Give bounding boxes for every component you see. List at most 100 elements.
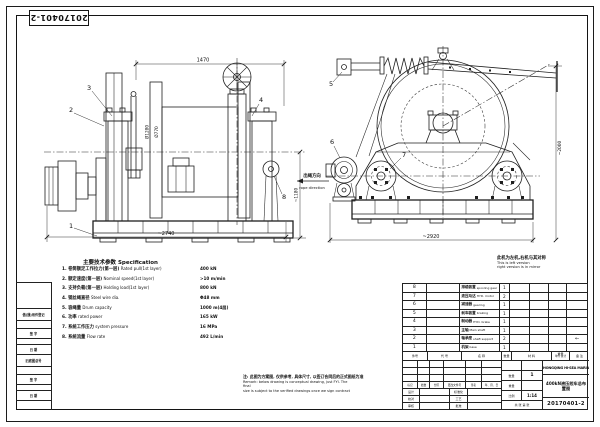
mirror-note-en2: right version is in mirror [497,265,541,270]
strip-label: 签 字 [16,375,51,385]
tb-header-qty: 数量 [501,352,511,361]
mirror-note-en1: This is left version [497,261,530,266]
dim-1470: 1470 [133,58,287,106]
bom-weight-each [530,292,550,300]
bom-weight-each [530,309,550,317]
strip-empty-box [16,321,51,329]
bom-no: 1 [403,343,427,351]
part-label-2: 2 [69,106,73,114]
bom-code [427,292,461,300]
dim-label-2920: ~2920 [423,234,440,240]
grid-cell [443,368,465,375]
dim-label-1470: 1470 [197,58,210,64]
grid-cell [465,368,481,375]
bom-qty: 1 [500,326,510,334]
grid-cell [403,375,417,382]
bom-remark [567,284,587,292]
bom-code [427,335,461,343]
rope-direction-en: rope direction [299,186,325,190]
part-callouts-left-view: 3 2 1 4 8 [69,84,286,237]
title-block: 件号 代 号 名 称 数量 材 料 重量 单件 总计 备 注 标记 处数 分区 … [402,351,589,410]
tb-header-no: 件号 [403,352,427,361]
bom-weight-total [549,326,568,334]
bom-no: 4 [403,318,427,326]
bom-qty: 1 [500,318,510,326]
grid-cell [419,389,449,396]
tb-header-code: 代 号 [427,352,461,361]
part-label-1: 1 [69,222,73,230]
tb-rev-header: 更改文件号 [443,382,465,389]
bom-material [510,301,530,309]
part-callouts-right-view: 5 6 7 [329,71,406,170]
dim-2920: ~2920 [327,203,536,243]
bom-weight-total [549,335,568,343]
strip-empty-box [16,283,51,309]
dim-2000: ~2000 [548,63,563,243]
spec-label-zh: 2. 额定速度(第一层) [62,276,103,282]
bom-name-zh: 液压马达 [461,293,476,298]
bom-name-en: HYD. motor [476,294,495,299]
brake-spring [383,56,425,75]
spec-label-zh: 8. 系统流量 [62,334,86,340]
spec-label-zh: 6. 功率 [62,315,77,321]
bom-qty: 1 [500,343,510,351]
bom-name-zh: 排缆装置 [461,285,476,290]
strip-label: 借(通)用件登记 [16,309,51,321]
strip-label: 日 期 [16,345,51,355]
bearing-pedestal-left [103,107,133,222]
part-label-4: 4 [259,96,263,104]
bom-no: 7 [403,292,427,300]
bom-weight-total [549,309,568,317]
bom-material [510,335,530,343]
spec-value: 492 L/min [200,333,224,339]
bom-weight-total [549,301,568,309]
tb-weight-value [521,381,542,391]
bom-name-en: braking [476,311,489,316]
grid-cell [481,375,501,382]
roller-mid [365,160,397,201]
left-info-strip: 借(通)用件登记 签 字 日 期 旧底图总号 签 字 日 期 [16,282,52,410]
bom-code [427,309,461,317]
bom-remark [567,318,587,326]
roller-right [491,160,523,201]
grid-cell [467,396,501,403]
part-label-6: 6 [330,138,334,146]
strip-label: 签 字 [16,329,51,339]
left-view-side-elevation: 1470 ~2740 ~1180 Ø1280 Ø770 3 2 1 [44,58,306,243]
tb-sign-label: 设计 [403,389,419,396]
handwheel-column [222,58,252,225]
bom-material [510,343,530,351]
spec-label-en: Rated pull(1st layer) [120,266,162,271]
mirror-note-zh: 此机为左机,右机与其对称 [497,256,546,261]
spec-label-zh: 5. 容绳量 [62,305,82,311]
tb-qty-label: 数量 [501,371,521,381]
bom-remark [567,327,587,335]
specification-block: 主要技术参数 Specification 1. 卷筒额定工作拉力(第一层) Ra… [62,258,362,344]
bom-no: 2 [403,335,427,343]
grid-cell [417,361,429,368]
part-label-7: 7 [402,151,406,159]
spec-value: 800 kN [200,285,217,291]
strip-label: 旧底图总号 [16,355,51,367]
disclaimer-note: 注: 此图为方案图, 仅供参考, 具体尺寸, 以签订合同后的正式图纸为准 Rem… [243,374,364,393]
specification-title-zh: 主要技术参数 [83,260,117,266]
bom-remark [567,293,587,301]
tb-sign-label: 校对 [403,396,419,403]
grid-cell [521,361,542,371]
rope-sheave [262,160,280,222]
brake-screw [125,91,143,179]
bom-no: 8 [403,284,427,292]
disclaimer-note-zh: 注: 此图为方案图, 仅供参考, 具体尺寸, 以签订合同后的正式图纸为准 [243,374,364,379]
part-label-8: 8 [282,193,286,201]
